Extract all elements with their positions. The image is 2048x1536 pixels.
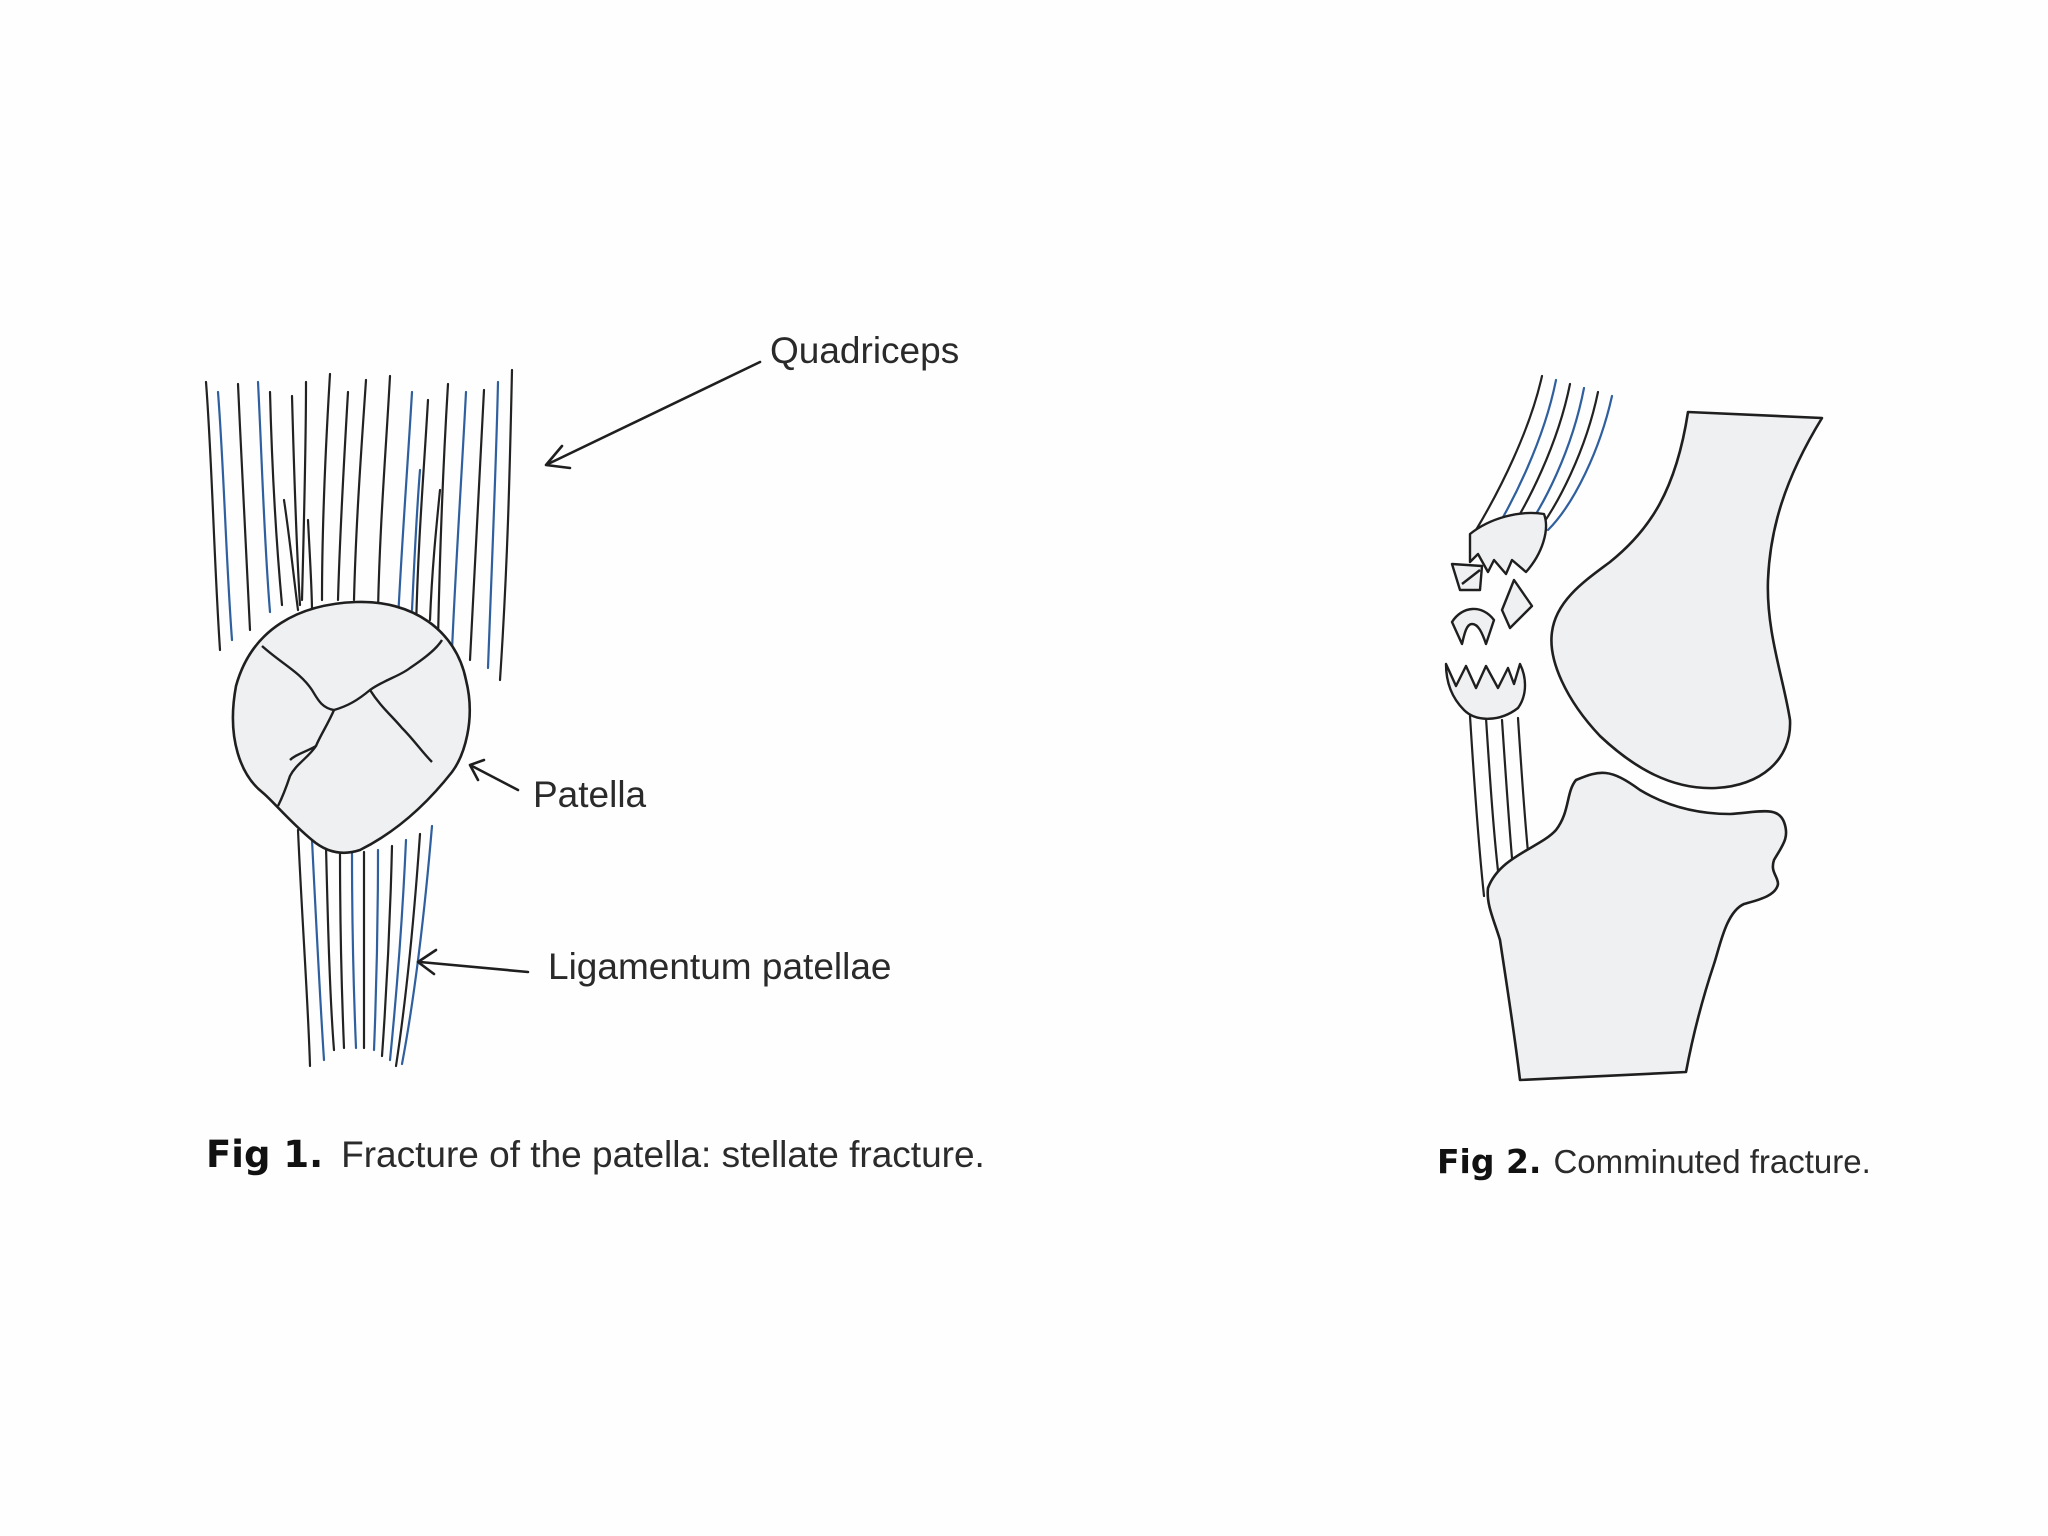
fig2-fragment-arch (1450, 607, 1496, 646)
quadriceps-arrow (546, 360, 762, 466)
figure1-caption-text: Fracture of the patella: stellate fractu… (341, 1134, 985, 1175)
figure1-number: Fig 1. (206, 1133, 324, 1176)
fig2-fragment-diamond (1500, 578, 1534, 630)
ligamentum-fibers (296, 824, 434, 1068)
fig2-lower-fragment (1444, 662, 1527, 720)
fig2-fragment-square (1450, 562, 1484, 592)
figure2-illustration (1444, 374, 1824, 1082)
patella-bone (231, 600, 471, 854)
fig2-femur (1550, 410, 1824, 790)
ligamentum-arrow (418, 960, 530, 974)
figure1-illustration (204, 360, 762, 1068)
patella-arrow (470, 764, 520, 792)
patella-label: Patella (533, 774, 647, 815)
figure2-number: Fig 2. (1437, 1142, 1542, 1181)
fig2-tibia (1486, 771, 1788, 1082)
quadriceps-label: Quadriceps (770, 330, 960, 371)
figure2-caption-text: Comminuted fracture. (1553, 1143, 1871, 1180)
fracture-lines (261, 639, 444, 807)
ligamentum-patellae-label: Ligamentum patellae (548, 946, 892, 987)
figure1-caption: Fig 1. Fracture of the patella: stellate … (206, 1136, 985, 1173)
figure1-arrows (416, 360, 762, 976)
quadriceps-fibers (204, 368, 514, 682)
figure2-caption: Fig 2. Comminuted fracture. (1437, 1145, 1871, 1178)
fig2-upper-fragment (1468, 511, 1548, 576)
